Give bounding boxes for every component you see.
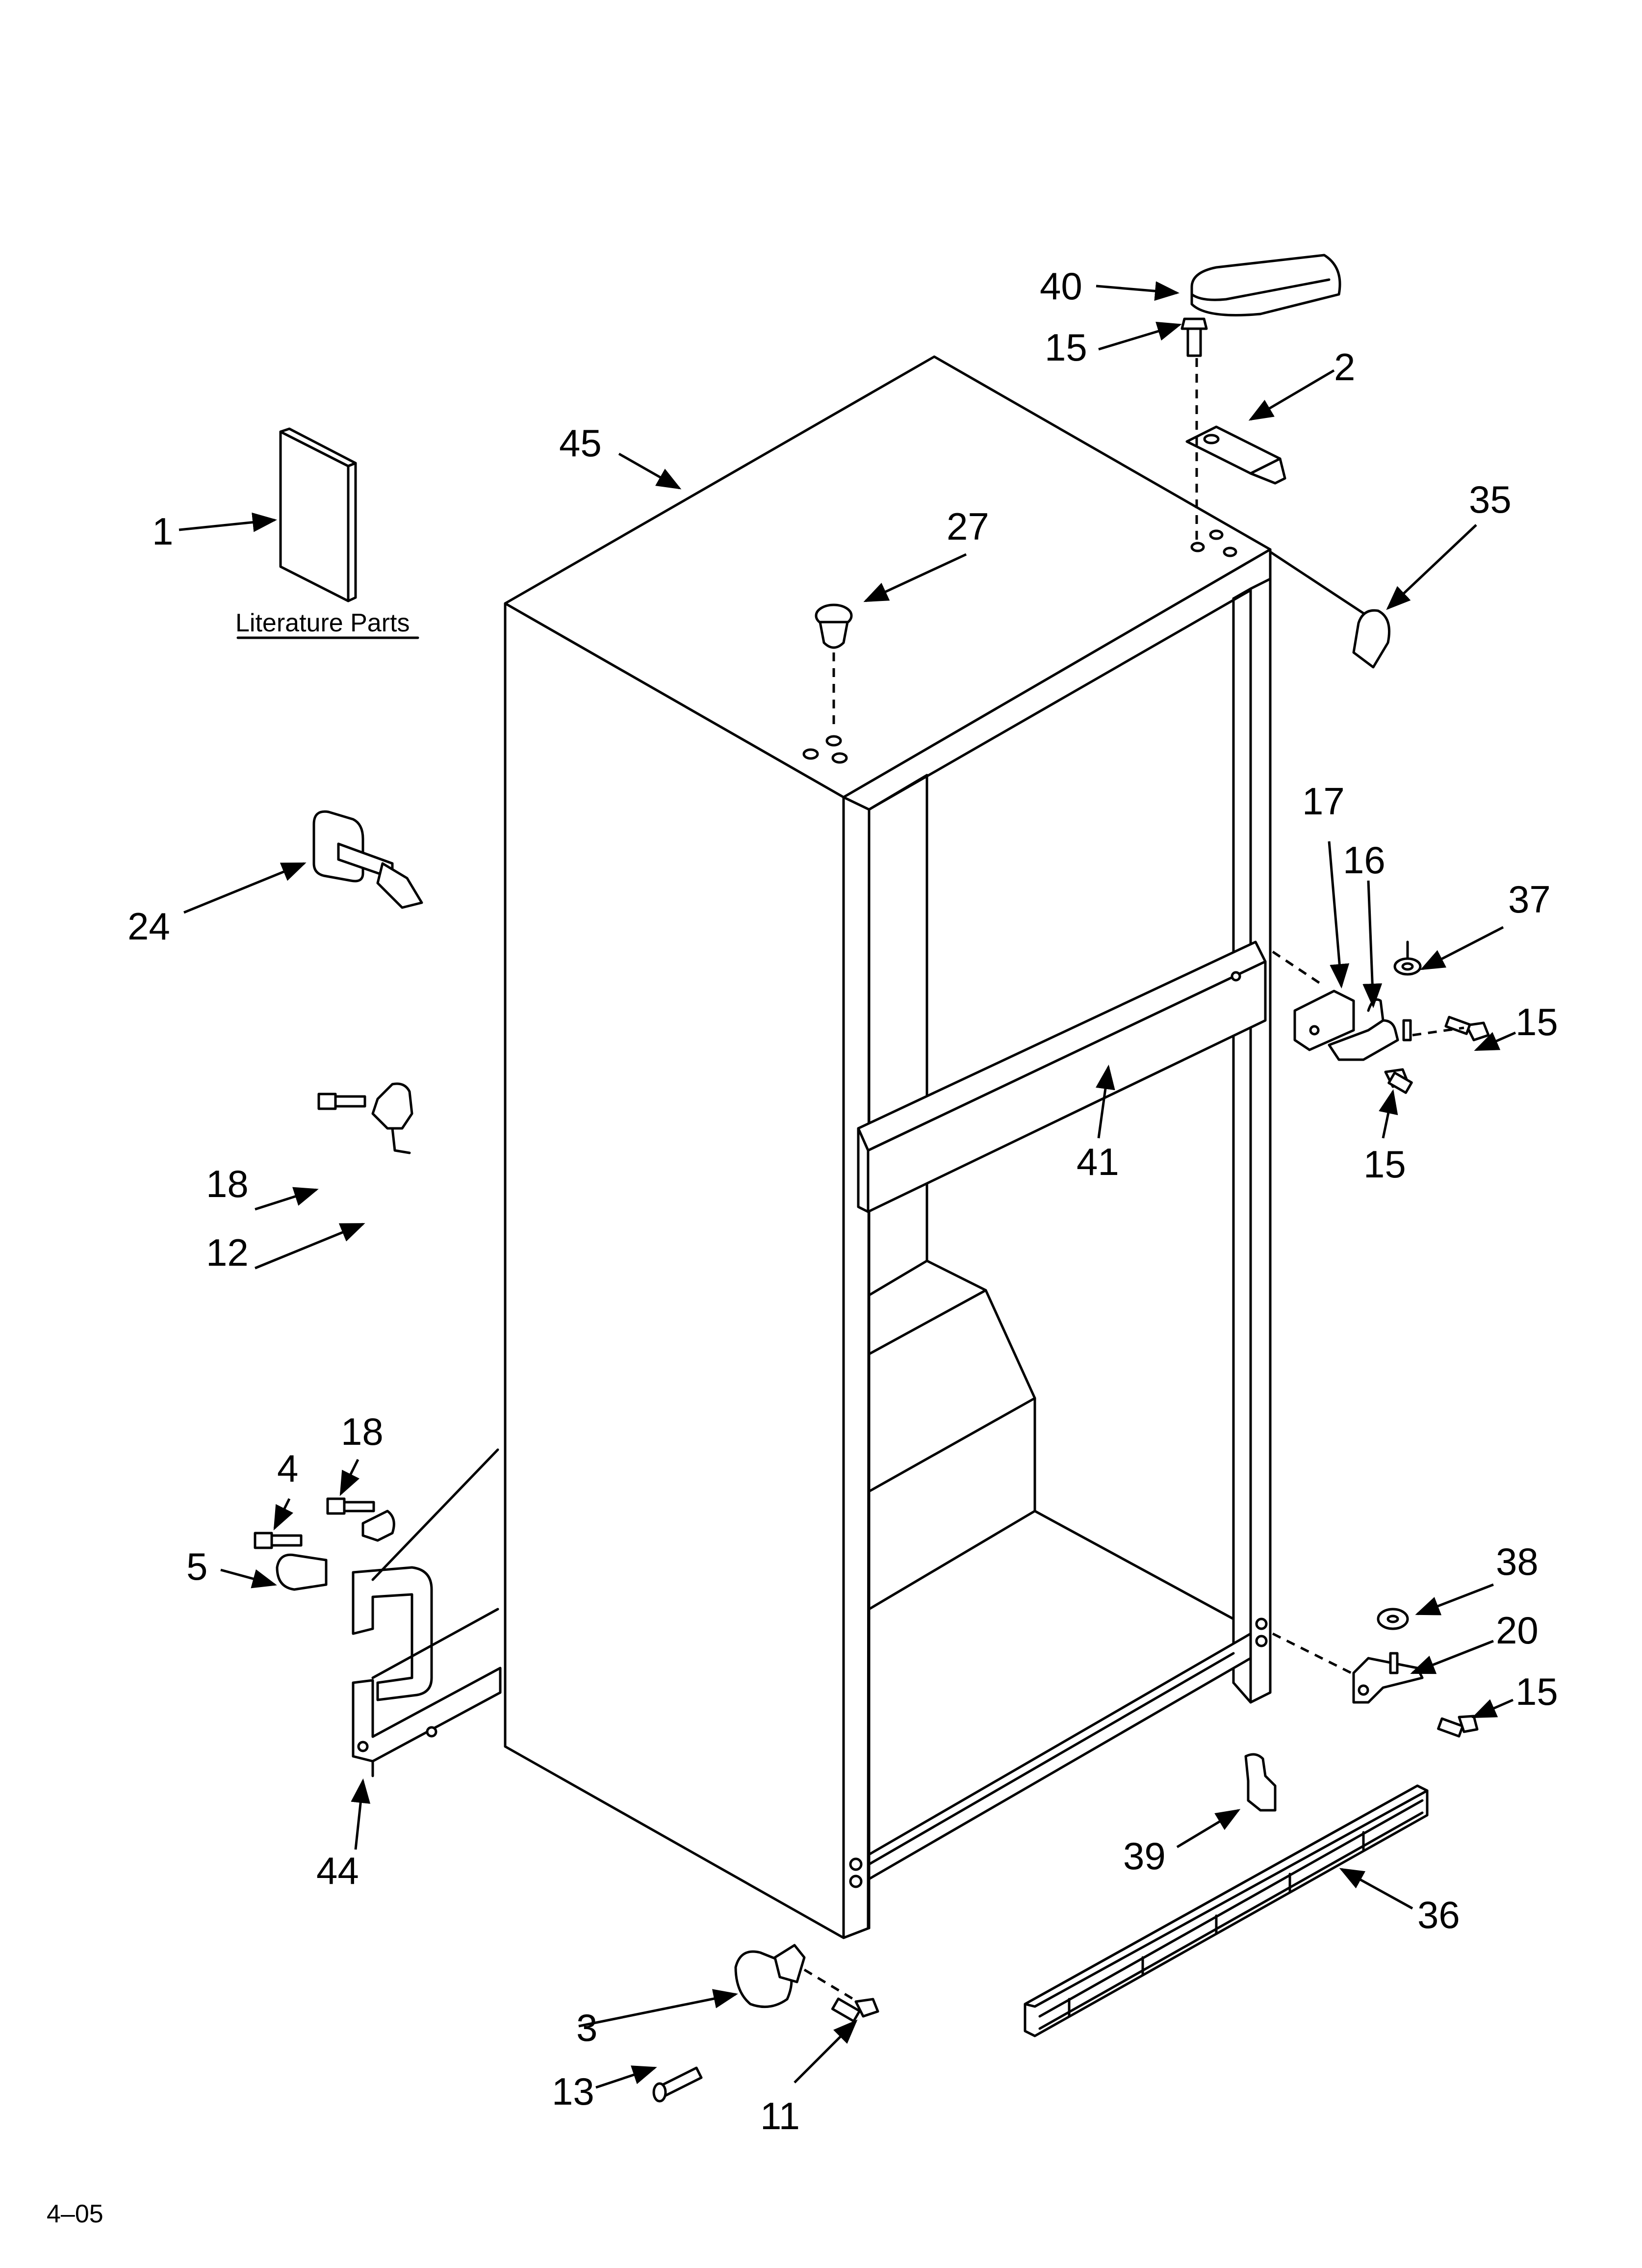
callout-37: 37 bbox=[1508, 878, 1551, 921]
lower-hinge-left bbox=[254, 1448, 502, 1777]
cabinet bbox=[504, 355, 1272, 1939]
leveler bbox=[652, 1944, 879, 2103]
clip-39 bbox=[1244, 1753, 1277, 1812]
callout-12: 12 bbox=[206, 1231, 249, 1274]
hinge-right-middle bbox=[1272, 940, 1490, 1094]
callout-16: 16 bbox=[1343, 838, 1385, 882]
center-rail bbox=[857, 940, 1267, 1213]
literature-caption: Literature Parts bbox=[235, 609, 410, 637]
leader-lines bbox=[179, 281, 1516, 2089]
callout-11: 11 bbox=[760, 2094, 800, 2138]
trim-35 bbox=[1269, 550, 1390, 669]
grille-36 bbox=[1024, 1784, 1429, 2037]
top-hinge-2 bbox=[1180, 317, 1286, 540]
revision-code: 4–05 bbox=[47, 2200, 103, 2228]
callout-15-top: 15 bbox=[1045, 326, 1087, 369]
callout-18-lower: 18 bbox=[341, 1410, 384, 1453]
callout-24: 24 bbox=[128, 905, 170, 948]
callout-40: 40 bbox=[1040, 264, 1082, 308]
callout-2: 2 bbox=[1334, 345, 1355, 389]
callout-17: 17 bbox=[1302, 780, 1345, 823]
handle-24 bbox=[312, 810, 423, 909]
callout-4: 4 bbox=[277, 1447, 298, 1490]
callout-35: 35 bbox=[1469, 478, 1512, 521]
callout-38: 38 bbox=[1496, 1540, 1539, 1583]
plug-27 bbox=[815, 603, 853, 731]
callout-45: 45 bbox=[559, 421, 602, 465]
callout-18-upper: 18 bbox=[206, 1162, 249, 1205]
callout-13: 13 bbox=[552, 2070, 594, 2113]
callout-5: 5 bbox=[186, 1545, 207, 1588]
callout-15-mid: 15 bbox=[1363, 1143, 1406, 1186]
door-stop-12 bbox=[317, 1082, 413, 1154]
callout-39: 39 bbox=[1123, 1834, 1166, 1877]
hinge-cover-40 bbox=[1190, 254, 1341, 316]
callout-15-mid-right: 15 bbox=[1515, 1000, 1558, 1043]
callout-numbers: 40 15 2 45 27 35 1 24 17 16 37 15 15 41 … bbox=[128, 264, 1558, 2138]
callout-44: 44 bbox=[316, 1849, 359, 1892]
hinge-right-bottom bbox=[1272, 1608, 1479, 1738]
callout-27: 27 bbox=[947, 505, 989, 548]
callout-36: 36 bbox=[1417, 1893, 1460, 1936]
callout-3: 3 bbox=[576, 2006, 597, 2049]
callout-15-bottom: 15 bbox=[1515, 1670, 1558, 1713]
callout-20: 20 bbox=[1496, 1609, 1539, 1652]
literature-parts: Literature Parts bbox=[235, 427, 419, 639]
callout-1: 1 bbox=[152, 510, 173, 553]
callout-41: 41 bbox=[1077, 1140, 1119, 1183]
